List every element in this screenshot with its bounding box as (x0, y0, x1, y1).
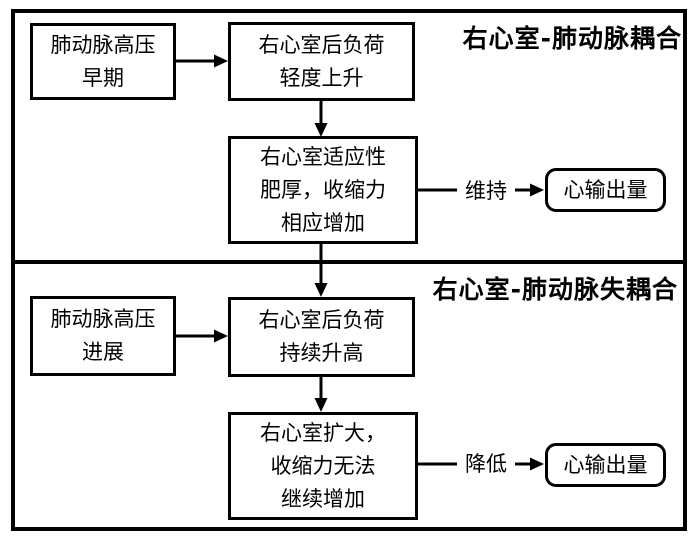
box-adaptive-hypertrophy: 右心室适应性 肥厚，收缩力 相应增加 (228, 136, 418, 244)
uncoupling-section-title: 右心室-肺动脉失耦合 (432, 275, 678, 304)
box-cardiac-output-maintained: 心输出量 (545, 168, 666, 212)
box-pah-early: 肺动脉高压 早期 (30, 23, 176, 100)
outer-border (11, 9, 687, 531)
box-afterload-continuous-rise: 右心室后负荷 持续升高 (228, 297, 415, 377)
label-decrease: 降低 (457, 451, 515, 478)
box-cardiac-output-decreased: 心输出量 (545, 443, 666, 487)
coupling-section-title: 右心室-肺动脉耦合 (462, 24, 682, 53)
box-afterload-mild-rise: 右心室后负荷 轻度上升 (228, 22, 415, 101)
section-divider (11, 260, 687, 264)
box-rv-dilation: 右心室扩大， 收缩力无法 继续增加 (228, 412, 418, 520)
label-maintain: 维持 (457, 178, 515, 205)
box-pah-progression: 肺动脉高压 进展 (30, 296, 176, 376)
